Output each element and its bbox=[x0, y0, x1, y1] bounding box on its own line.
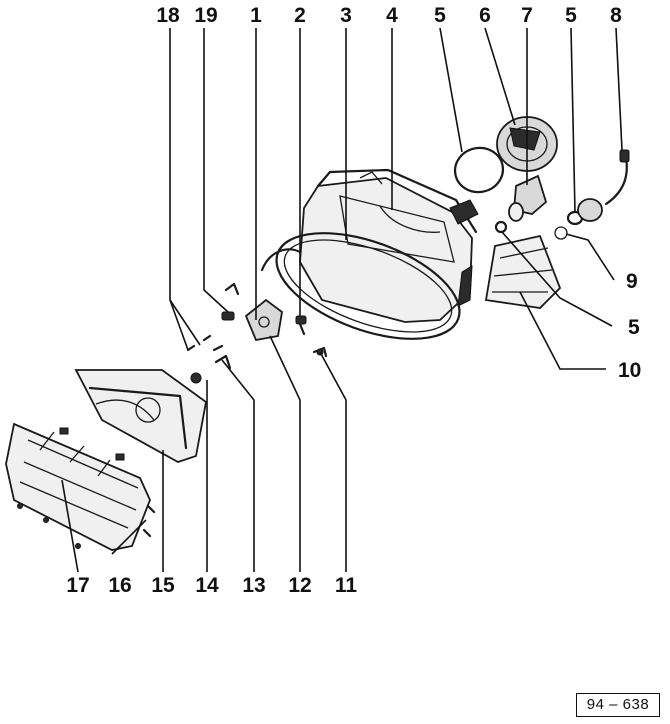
callout-15: 15 bbox=[151, 574, 175, 597]
callout-labels: 18 19 1 2 3 4 5 6 7 5 8 9 5 10 17 16 15 … bbox=[66, 4, 641, 597]
o-ring-large bbox=[453, 146, 505, 194]
callout-1: 1 bbox=[250, 4, 262, 27]
callout-9: 9 bbox=[626, 270, 638, 293]
callout-5-upper-right: 5 bbox=[565, 4, 577, 27]
reflector-unit bbox=[74, 369, 207, 463]
callout-16: 16 bbox=[108, 574, 131, 597]
callout-2: 2 bbox=[294, 4, 306, 27]
callout-14: 14 bbox=[195, 574, 219, 597]
side-indicator-lens bbox=[484, 234, 562, 309]
headlight-bulb bbox=[508, 174, 548, 222]
o-ring-tiny bbox=[494, 220, 508, 234]
callout-5-top: 5 bbox=[434, 4, 446, 27]
callout-18: 18 bbox=[156, 4, 180, 27]
connector-wire bbox=[604, 149, 630, 206]
callout-19: 19 bbox=[194, 4, 217, 27]
callout-6: 6 bbox=[479, 4, 491, 27]
leader-lines bbox=[61, 27, 623, 573]
callout-5-right: 5 bbox=[628, 316, 640, 339]
callout-12: 12 bbox=[288, 574, 311, 597]
housing-seal bbox=[260, 232, 461, 340]
adjuster-parts bbox=[186, 282, 328, 370]
side-bulb-holder bbox=[554, 198, 603, 240]
callout-7: 7 bbox=[521, 4, 533, 27]
callout-3: 3 bbox=[340, 4, 352, 27]
callout-17: 17 bbox=[66, 574, 89, 597]
figure-code: 94 – 638 bbox=[576, 693, 660, 717]
callout-10: 10 bbox=[618, 359, 641, 382]
callout-4: 4 bbox=[386, 4, 398, 27]
callout-13: 13 bbox=[242, 574, 265, 597]
callout-11: 11 bbox=[335, 574, 358, 597]
headlight-lens bbox=[5, 422, 156, 551]
callout-8: 8 bbox=[610, 4, 622, 27]
